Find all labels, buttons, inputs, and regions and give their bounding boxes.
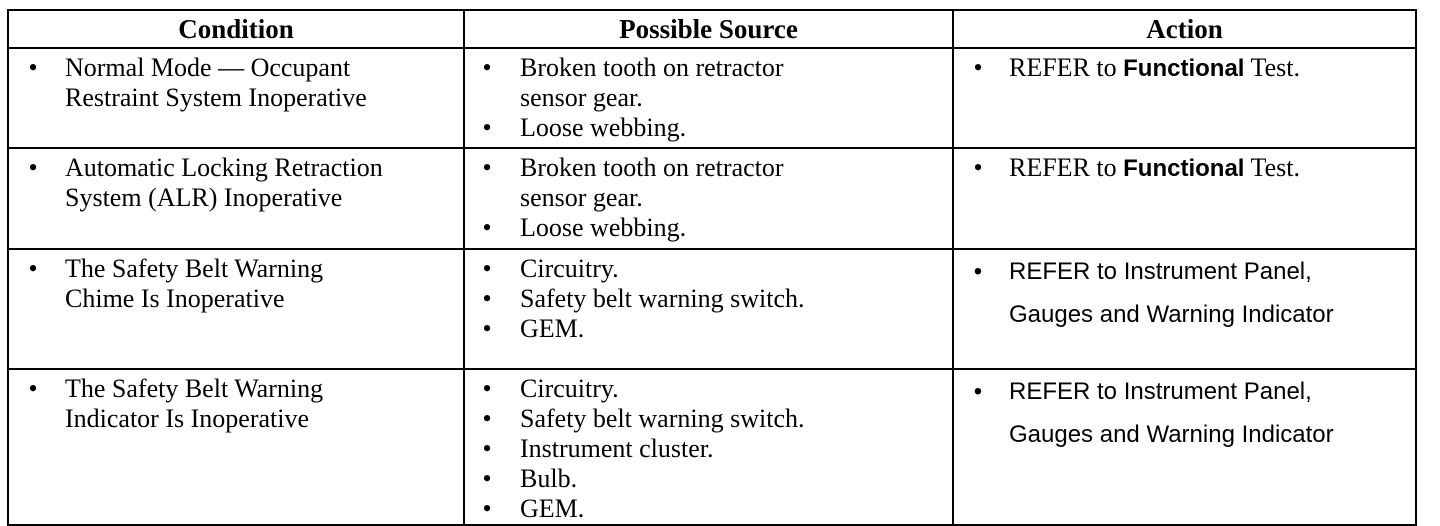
source-item: • Instrument cluster. xyxy=(465,434,952,464)
condition-cell: • Automatic Locking Retraction System (AL… xyxy=(7,147,465,250)
table-row: • The Safety Belt Warning Indicator Is In… xyxy=(7,368,1417,526)
action-text: REFER to Instrument Panel, Gauges and Wa… xyxy=(1009,258,1334,328)
source-text: Circuitry. xyxy=(520,254,619,283)
source-cell: •Broken tooth on retractor sensor gear. … xyxy=(463,47,954,149)
action-pre: REFER to xyxy=(1009,53,1124,82)
table-row: • The Safety Belt Warning Chime Is Inoper… xyxy=(7,248,1417,370)
action-item: • REFER to Functional Test. xyxy=(954,153,1415,184)
condition-cell: • Normal Mode — Occupant Restraint System… xyxy=(7,47,465,149)
bullet-icon: • xyxy=(482,374,492,403)
bullet-icon: • xyxy=(482,314,492,343)
source-item: • GEM. xyxy=(465,314,952,344)
source-item: • Bulb. xyxy=(465,464,952,494)
bullet-icon: • xyxy=(28,53,38,82)
source-cell: •Broken tooth on retractor sensor gear. … xyxy=(463,147,954,250)
condition-item: • The Safety Belt Warning Chime Is Inoper… xyxy=(9,254,463,314)
action-post: Test. xyxy=(1244,153,1300,182)
bullet-icon: • xyxy=(973,153,983,182)
action-post: Test. xyxy=(1244,53,1300,82)
bullet-icon: • xyxy=(482,284,492,313)
source-text: Broken tooth on retractor sensor gear. xyxy=(520,153,784,212)
action-bold: Functional xyxy=(1123,155,1245,182)
action-pre: REFER to xyxy=(1009,153,1124,182)
condition-item: • Automatic Locking Retraction System (AL… xyxy=(9,153,463,213)
action-cell: • REFER to Instrument Panel, Gauges and W… xyxy=(952,248,1417,370)
action-cell: • REFER to Instrument Panel, Gauges and W… xyxy=(952,368,1417,526)
table-row: • Normal Mode — Occupant Restraint System… xyxy=(7,47,1417,149)
header-condition: Condition xyxy=(7,9,465,49)
bullet-icon: • xyxy=(482,464,492,493)
bullet-icon: • xyxy=(28,254,38,283)
source-item: • GEM. xyxy=(465,494,952,524)
source-text: GEM. xyxy=(520,314,585,343)
source-item: • Safety belt warning switch. xyxy=(465,284,952,314)
bullet-icon: • xyxy=(482,213,492,242)
action-item: • REFER to Instrument Panel, Gauges and W… xyxy=(954,250,1415,336)
bullet-icon: • xyxy=(28,374,38,403)
bullet-icon: • xyxy=(973,53,983,82)
condition-text: Normal Mode — Occupant Restraint System … xyxy=(65,53,367,112)
bullet-icon: • xyxy=(482,53,492,82)
source-item: • Broken tooth on retractor sensor gear. xyxy=(465,153,952,213)
source-text: Loose webbing. xyxy=(520,113,687,142)
bullet-icon: • xyxy=(482,494,492,523)
condition-text: Automatic Locking Retraction System (ALR… xyxy=(65,153,383,212)
source-text: Safety belt warning switch. xyxy=(520,404,805,433)
bullet-icon: • xyxy=(482,113,492,142)
condition-cell: • The Safety Belt Warning Chime Is Inoper… xyxy=(7,248,465,370)
condition-text: The Safety Belt Warning Chime Is Inopera… xyxy=(65,254,324,313)
source-item: • Circuitry. xyxy=(465,254,952,284)
action-cell: • REFER to Functional Test. xyxy=(952,147,1417,250)
source-text: Bulb. xyxy=(520,464,578,493)
action-cell: • REFER to Functional Test. xyxy=(952,47,1417,149)
header-action: Action xyxy=(952,9,1417,49)
header-possible-source: Possible Source xyxy=(463,9,954,49)
table-row: • Automatic Locking Retraction System (AL… xyxy=(7,147,1417,250)
source-text: GEM. xyxy=(520,494,585,523)
source-item: • Loose webbing. xyxy=(465,113,952,143)
action-text: REFER to Instrument Panel, Gauges and Wa… xyxy=(1009,378,1334,448)
source-item: • Broken tooth on retractor sensor gear. xyxy=(465,53,952,113)
condition-text: The Safety Belt Warning Indicator Is Ino… xyxy=(65,374,324,433)
action-item: • REFER to Instrument Panel, Gauges and W… xyxy=(954,370,1415,456)
source-item: • Circuitry. xyxy=(465,374,952,404)
source-text: Loose webbing. xyxy=(520,213,687,242)
source-item: • Safety belt warning switch. xyxy=(465,404,952,434)
bullet-icon: • xyxy=(482,254,492,283)
source-cell: • Circuitry. • Safety belt warning switch.… xyxy=(463,248,954,370)
bullet-icon: • xyxy=(973,378,983,405)
source-item: • Loose webbing. xyxy=(465,213,952,243)
bullet-icon: • xyxy=(482,434,492,463)
source-text: Safety belt warning switch. xyxy=(520,284,805,313)
bullet-icon: • xyxy=(28,153,38,182)
source-cell: • Circuitry. • Safety belt warning switch.… xyxy=(463,368,954,526)
condition-cell: • The Safety Belt Warning Indicator Is In… xyxy=(7,368,465,526)
bullet-icon: • xyxy=(973,258,983,285)
bullet-icon: • xyxy=(482,404,492,433)
source-text: Instrument cluster. xyxy=(520,434,714,463)
action-item: • REFER to Functional Test. xyxy=(954,53,1415,84)
diagnosis-table: Condition Possible Source Action • Normal… xyxy=(7,9,1417,526)
header-row: Condition Possible Source Action xyxy=(7,9,1417,49)
source-text: Circuitry. xyxy=(520,374,619,403)
source-text: Broken tooth on retractor sensor gear. xyxy=(520,53,784,112)
action-bold: Functional xyxy=(1123,55,1245,82)
condition-item: • Normal Mode — Occupant Restraint System… xyxy=(9,53,463,113)
bullet-icon: • xyxy=(482,153,492,182)
condition-item: • The Safety Belt Warning Indicator Is In… xyxy=(9,374,463,434)
